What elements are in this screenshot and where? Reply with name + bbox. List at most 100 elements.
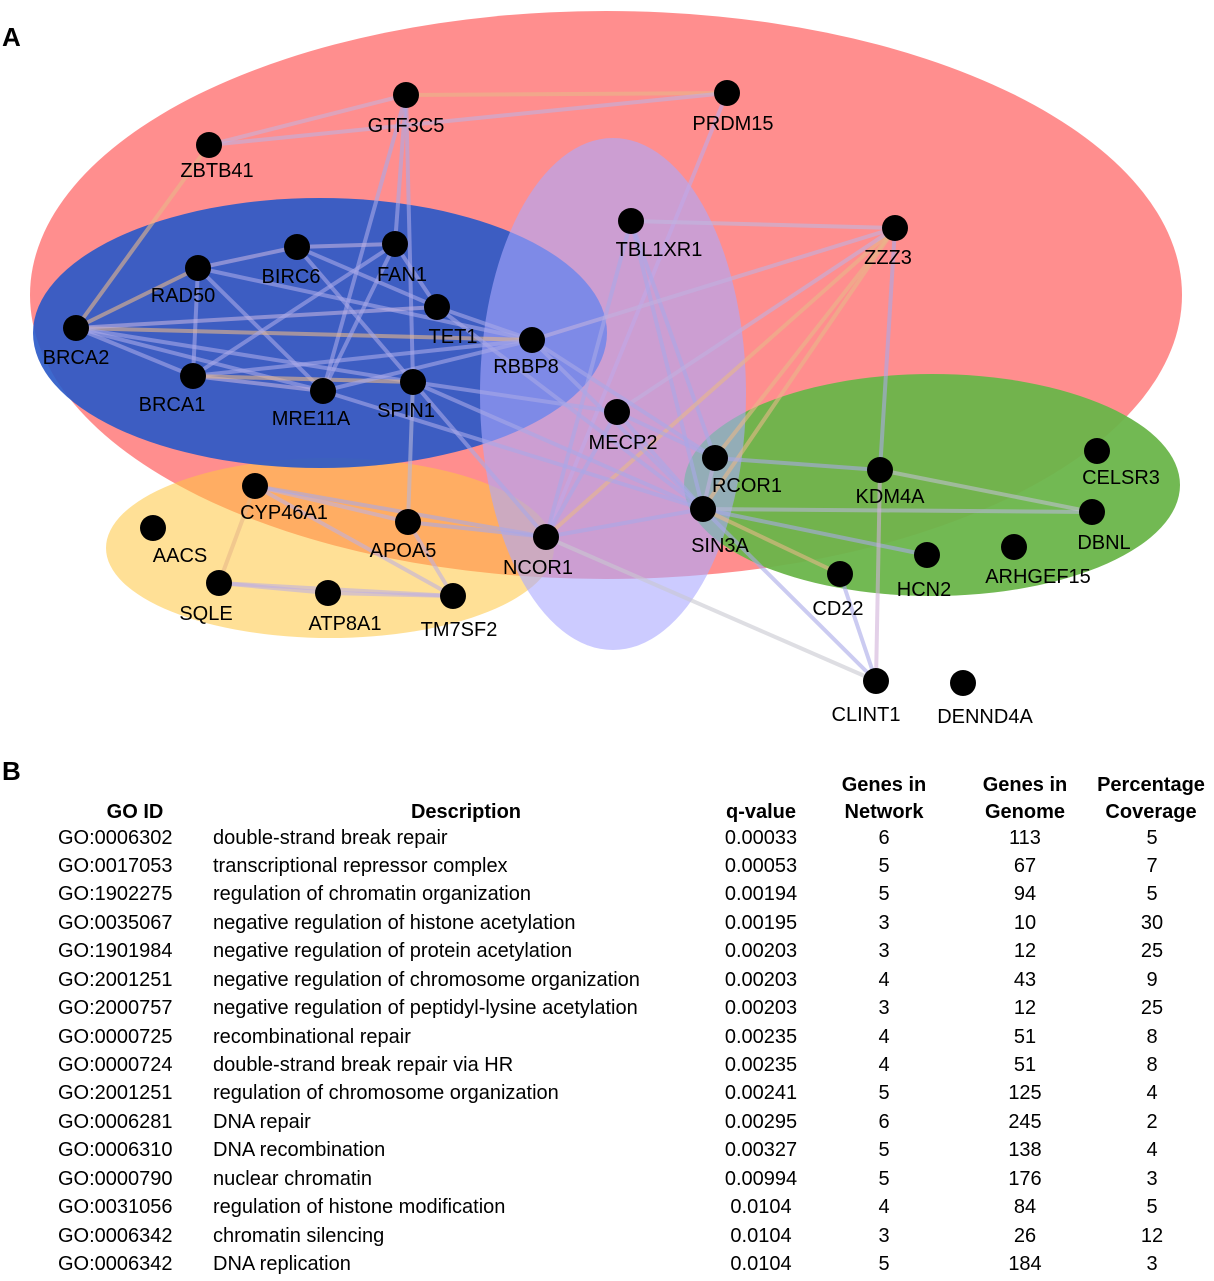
genes-genome-cell: 51: [1013, 1054, 1037, 1076]
network-edge: [544, 226, 897, 539]
table-row: GO:1902275 regulation of chromatin organ…: [0, 883, 1214, 911]
q-value-cell: 0.0104: [730, 1253, 792, 1275]
network-edge: [192, 374, 414, 384]
q-value-cell: 0.00203: [724, 969, 798, 991]
network-edge: [545, 507, 704, 539]
network-edge: [531, 226, 896, 342]
q-value-cell: 0.0104: [730, 1196, 792, 1218]
go-id-cell: GO:0006281: [58, 1111, 173, 1133]
network-edge: [296, 242, 396, 249]
description-cell: transcriptional repressor complex: [213, 855, 508, 877]
genes-genome-cell: 43: [1013, 969, 1037, 991]
coverage-cell: 4: [1146, 1082, 1158, 1104]
gene-label-zbtb41: ZBTB41: [180, 160, 253, 182]
genes-network-cell: 3: [878, 940, 890, 962]
gene-node-celsr3: [1084, 438, 1110, 464]
gene-node-dbnl: [1079, 499, 1105, 525]
network-edge: [878, 227, 897, 471]
table-row: GO:2001251 regulation of chromosome orga…: [0, 1082, 1214, 1110]
gene-node-zbtb41: [196, 132, 222, 158]
q-value-cell: 0.00195: [724, 912, 798, 934]
go-id-cell: GO:0000725: [58, 1026, 173, 1048]
coverage-cell: 7: [1146, 855, 1158, 877]
coverage-cell: 5: [1146, 827, 1158, 849]
gene-label-apoa5: APOA5: [370, 540, 437, 562]
panel-a-label: A: [2, 22, 21, 52]
genes-network-cell: 4: [878, 969, 890, 991]
description-cell: regulation of chromosome organization: [213, 1082, 559, 1104]
header-go-id: GO ID: [106, 801, 164, 823]
gene-node-brca2: [63, 315, 89, 341]
genes-network-cell: 5: [878, 1253, 890, 1275]
gene-label-clint1: CLINT1: [832, 704, 901, 726]
genes-genome-cell: 51: [1013, 1026, 1037, 1048]
network-edge: [393, 94, 408, 245]
q-value-cell: 0.00203: [724, 940, 798, 962]
gene-label-rcor1: RCOR1: [712, 475, 782, 497]
gene-node-gtf3c5: [393, 82, 419, 108]
network-edge: [75, 326, 324, 393]
table-row: GO:0006342 chromatin silencing 0.0104 3 …: [0, 1225, 1214, 1253]
network-edge: [254, 484, 454, 598]
description-cell: chromatin silencing: [213, 1225, 385, 1247]
description-cell: DNA repair: [213, 1111, 311, 1133]
go-id-cell: GO:0006302: [58, 827, 173, 849]
network-edge: [544, 220, 633, 538]
genes-genome-cell: 138: [1008, 1139, 1042, 1161]
genes-genome-cell: 12: [1013, 940, 1037, 962]
gene-label-cyp46a1: CYP46A1: [240, 502, 328, 524]
q-value-cell: 0.00327: [724, 1139, 798, 1161]
network-edge: [407, 520, 547, 539]
q-value-cell: 0.0104: [730, 1225, 792, 1247]
go-id-cell: GO:0000790: [58, 1168, 173, 1190]
genes-genome-cell: 176: [1008, 1168, 1042, 1190]
network-edge: [629, 220, 717, 459]
gene-node-sin3a: [690, 496, 716, 522]
coverage-cell: 8: [1146, 1054, 1158, 1076]
genes-network-cell: 4: [878, 1054, 890, 1076]
description-cell: DNA recombination: [213, 1139, 386, 1161]
table-row: GO:0000790 nuclear chromatin 0.00994 5 1…: [0, 1168, 1214, 1196]
genes-network-cell: 4: [878, 1026, 890, 1048]
q-value-cell: 0.00295: [724, 1111, 798, 1133]
network-edge: [208, 93, 407, 147]
table-row: GO:0031056 regulation of histone modific…: [0, 1196, 1214, 1224]
network-edge: [701, 507, 878, 683]
network-edge: [701, 226, 897, 511]
gene-label-zzz3: ZZZ3: [864, 247, 912, 269]
gene-node-cd22: [827, 561, 853, 587]
coverage-cell: 9: [1146, 969, 1158, 991]
edge-layer: [74, 91, 1093, 683]
header-genes-network-line2: Network: [844, 801, 924, 823]
genes-genome-cell: 84: [1013, 1196, 1037, 1218]
network-edge: [75, 305, 438, 330]
table-row: GO:0006281 DNA repair 0.00295 6 245 2: [0, 1111, 1214, 1139]
description-cell: negative regulation of protein acetylati…: [213, 940, 573, 962]
genes-network-cell: 5: [878, 1082, 890, 1104]
gene-label-tbl1xr1: TBL1XR1: [616, 239, 703, 261]
network-edge: [196, 266, 325, 393]
genes-genome-cell: 125: [1008, 1082, 1042, 1104]
header-description: Description: [410, 801, 522, 823]
network-edge: [404, 94, 415, 383]
go-id-cell: GO:0035067: [58, 912, 173, 934]
gene-node-mecp2: [604, 399, 630, 425]
description-cell: regulation of chromatin organization: [213, 883, 531, 905]
gene-node-fan1: [382, 231, 408, 257]
network-edge: [405, 91, 728, 97]
network-edge: [615, 410, 705, 511]
genes-network-cell: 6: [878, 827, 890, 849]
gene-label-fan1: FAN1: [377, 264, 427, 286]
q-value-cell: 0.00203: [724, 997, 798, 1019]
gene-label-cd22: CD22: [812, 598, 863, 620]
gene-node-clint1: [863, 668, 889, 694]
gene-node-kdm4a: [867, 457, 893, 483]
table-row: GO:2001251 negative regulation of chromo…: [0, 969, 1214, 997]
network-edge: [714, 456, 881, 472]
header-q-value: q-value: [725, 801, 797, 823]
gene-label-brca2: BRCA2: [43, 347, 110, 369]
description-cell: double-strand break repair via HR: [213, 1054, 514, 1076]
gene-node-arhgef15: [1001, 534, 1027, 560]
network-edge: [629, 220, 705, 510]
